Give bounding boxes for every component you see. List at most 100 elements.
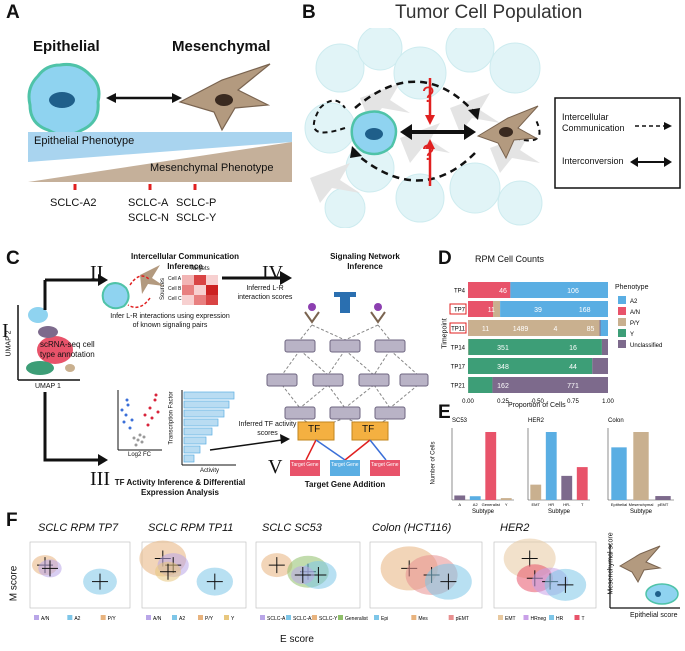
scrna-label: scRNA-seq cell type annotation bbox=[40, 340, 95, 359]
schematic-y-label: Mesenchymal score bbox=[607, 532, 615, 595]
f-title-2: SCLC RPM TP11 bbox=[148, 522, 234, 534]
nucleus-icon bbox=[49, 92, 75, 108]
timepoint-label: TP4 bbox=[454, 289, 466, 295]
timepoint-label: TP11 bbox=[451, 327, 466, 333]
chart-e-title: HER2 bbox=[528, 418, 545, 424]
legend-swatch bbox=[411, 615, 417, 620]
x-tick-label: 1.00 bbox=[602, 399, 614, 404]
legend-label: HR bbox=[556, 616, 564, 622]
activity-label: Activity bbox=[200, 468, 220, 474]
legend-label: A/N bbox=[153, 616, 162, 622]
bar-label: 11 bbox=[482, 326, 489, 333]
step-v: V bbox=[268, 456, 283, 478]
legend-label: SCLC-Y bbox=[319, 616, 338, 622]
category-label: EMT bbox=[532, 502, 541, 507]
legend-label: P/Y bbox=[205, 616, 214, 622]
category-label: HR bbox=[548, 502, 554, 507]
legend-swatch bbox=[374, 615, 379, 620]
log2fc-label: Log2 FC bbox=[128, 452, 152, 458]
tumor-population-title: Tumor Cell Population bbox=[395, 2, 583, 23]
cell-a-label: Cell A bbox=[168, 276, 182, 282]
bar-segment bbox=[510, 282, 608, 298]
legend-label: A2 bbox=[179, 616, 185, 622]
legend-swatch bbox=[618, 340, 626, 348]
legend-label: Mes bbox=[418, 616, 428, 622]
bar-segment bbox=[493, 301, 501, 317]
bar bbox=[485, 432, 497, 500]
bar bbox=[655, 496, 671, 500]
bar bbox=[469, 496, 481, 500]
mesenchymal-label: Mesenchymal bbox=[172, 38, 271, 55]
bar-segment bbox=[492, 377, 608, 393]
subtype-p: SCLC-P bbox=[176, 197, 217, 209]
legend-swatch bbox=[100, 615, 106, 620]
bar bbox=[561, 475, 573, 500]
category-label: Y bbox=[505, 502, 508, 507]
target-gene-2: Target Gene bbox=[331, 462, 359, 468]
legend-swatch bbox=[618, 318, 626, 326]
tf-axis-label: Transcription Factor bbox=[168, 391, 175, 445]
bar bbox=[545, 432, 557, 500]
legend-swatch bbox=[574, 615, 580, 620]
legend-swatch bbox=[260, 615, 265, 620]
category-label: A bbox=[458, 502, 461, 507]
legend-swatch bbox=[198, 615, 203, 620]
step-iv: IV bbox=[262, 262, 284, 284]
bar-label: 106 bbox=[567, 288, 579, 295]
subtype-a2: SCLC-A2 bbox=[50, 197, 97, 209]
step-ii: II bbox=[90, 262, 104, 284]
bar-label: 11 bbox=[488, 307, 495, 314]
legend-swatch bbox=[618, 329, 626, 337]
x-tick-label: 0.25 bbox=[497, 399, 509, 404]
panel-b-letter: B bbox=[302, 2, 316, 23]
panel-e-letter: E bbox=[438, 402, 451, 423]
legend-label: HRneg bbox=[531, 616, 547, 622]
schematic-x-label: Epithelial score bbox=[630, 612, 678, 619]
legend-swatch bbox=[618, 296, 626, 304]
x-tick-label: 0.00 bbox=[462, 399, 474, 404]
bar-label: 85 bbox=[587, 326, 595, 333]
tumor-population-diagram bbox=[304, 28, 681, 228]
chart-e-xlabel: Subtype bbox=[548, 509, 571, 515]
inferred-tf-label: Inferred TF activity scores bbox=[238, 421, 297, 437]
cell-b-label: Cell B bbox=[168, 286, 182, 292]
emt-schematic bbox=[27, 63, 292, 190]
legend-swatch bbox=[618, 307, 626, 315]
bar bbox=[576, 467, 588, 500]
timepoint-label: TP17 bbox=[451, 365, 466, 371]
chart-e-title: SC53 bbox=[452, 418, 468, 424]
legend-label: A2 bbox=[74, 616, 80, 622]
chart-e-xlabel: Subtype bbox=[472, 509, 495, 515]
bar-segment bbox=[468, 358, 593, 374]
bar-label: 46 bbox=[499, 288, 507, 295]
chart-e-xlabel: Subtype bbox=[630, 509, 653, 515]
legend-label: T bbox=[582, 616, 585, 622]
legend-label: A/N bbox=[41, 616, 50, 622]
ic-title: Intercellular Communication Inference bbox=[130, 252, 240, 271]
bar-label: 771 bbox=[567, 383, 579, 390]
cell-c-label: Cell C bbox=[168, 296, 182, 302]
bar-segment bbox=[468, 320, 600, 336]
bar-segment bbox=[468, 301, 494, 317]
bar-label: 351 bbox=[497, 345, 509, 352]
umap2-label: UMAP 2 bbox=[5, 330, 13, 357]
bar bbox=[454, 495, 466, 500]
epithelial-phenotype-wedge bbox=[28, 132, 292, 162]
tf-box-2: TF bbox=[362, 424, 375, 435]
chart-e-ylabel: Number of Cells bbox=[430, 441, 437, 485]
bar-segment bbox=[468, 339, 602, 355]
bar bbox=[500, 498, 512, 500]
panel-d-letter: D bbox=[438, 248, 452, 269]
legend-label: Generalist bbox=[345, 616, 368, 622]
category-label: Mesenchymal bbox=[629, 502, 654, 507]
legend-swatch bbox=[549, 615, 554, 620]
ic-caption: Infer L-R interactions using expression … bbox=[110, 313, 230, 329]
f-xlabel: E score bbox=[280, 634, 314, 645]
legend-swatch bbox=[224, 615, 229, 620]
bar-label: 348 bbox=[497, 364, 509, 371]
category-label: HR- bbox=[563, 502, 571, 507]
chart-e-title: Colon bbox=[608, 418, 624, 424]
legend-label: EMT bbox=[505, 616, 516, 622]
